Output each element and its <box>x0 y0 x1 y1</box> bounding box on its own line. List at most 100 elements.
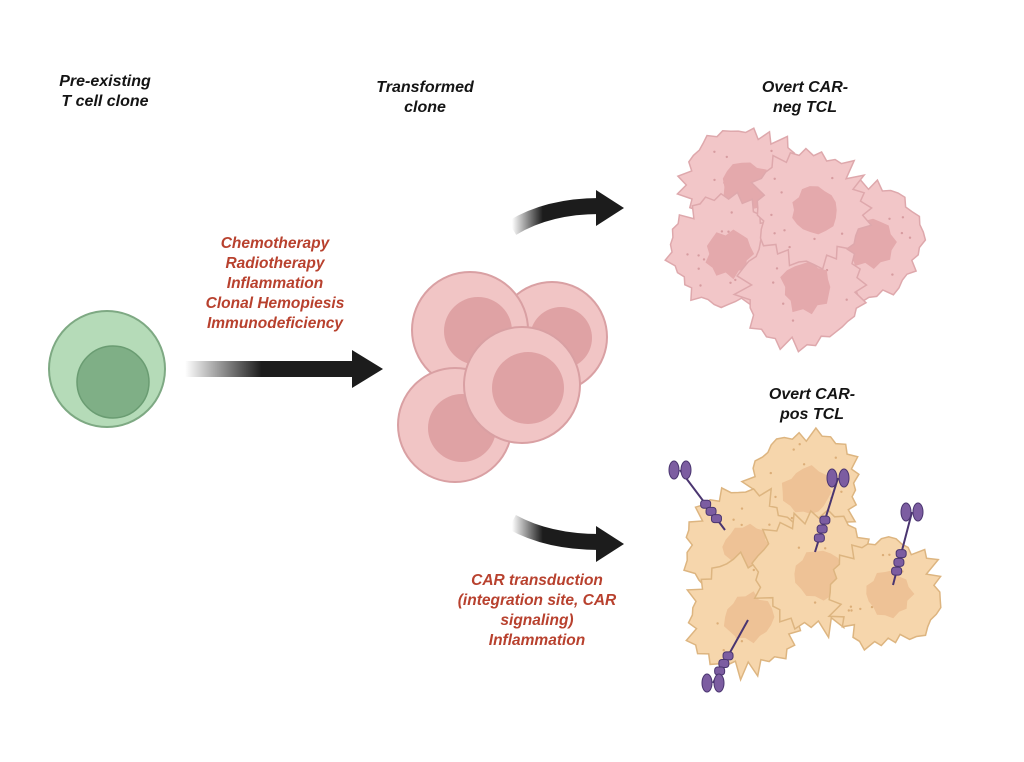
cell-granule <box>849 605 853 608</box>
cell-granule <box>713 150 716 153</box>
car-binder <box>713 673 725 693</box>
cell-granule <box>716 622 719 625</box>
cell-granule <box>740 507 744 510</box>
cell-granule <box>774 495 777 499</box>
car-binder <box>838 468 850 488</box>
cell-granule <box>773 232 776 235</box>
trigger-item: Inflammation <box>226 275 324 292</box>
cell-granule <box>752 568 755 572</box>
tumor-nucleus <box>723 591 775 644</box>
cell-granule <box>740 640 744 643</box>
cell-granule <box>888 217 891 220</box>
trigger-item: Clonal Hemopiesis <box>205 295 345 312</box>
cell-granule <box>720 230 724 233</box>
cell-granule <box>713 178 716 182</box>
car-binder <box>680 460 692 480</box>
cell-granule <box>782 302 785 305</box>
car-factor-item: (integration site, CAR <box>457 592 617 609</box>
curved-arrow-down <box>508 514 624 562</box>
car-domain <box>893 557 905 567</box>
cell-granule <box>732 518 735 521</box>
tumor-nucleus <box>781 465 832 514</box>
tumor-nucleus <box>792 186 837 235</box>
cell-granule <box>802 463 806 466</box>
cell-granule <box>770 149 773 153</box>
cell-granule <box>702 258 706 261</box>
cell-granule <box>891 273 894 276</box>
label-pre-existing: Pre-existing T cell clone <box>59 73 151 110</box>
trigger-item: Chemotherapy <box>220 235 330 252</box>
car-domain <box>891 566 903 576</box>
car-receptor-icons <box>668 460 924 693</box>
car-factor-item: CAR transduction <box>471 572 603 589</box>
car-binder <box>826 468 838 488</box>
cell-granule <box>850 609 853 612</box>
cell-granule <box>686 253 689 256</box>
car-neg-tumor-icon <box>664 127 927 353</box>
cell-granule <box>813 601 817 604</box>
label-car-pos: Overt CAR- pos TCL <box>768 386 856 423</box>
trigger-item: Radiotherapy <box>225 255 325 272</box>
cell-granule <box>834 456 837 459</box>
tumor-nucleus <box>780 260 831 315</box>
cell-granule <box>697 267 700 270</box>
cell-granule <box>847 609 850 612</box>
cell-granule <box>734 278 737 282</box>
cell-granule <box>730 211 733 214</box>
cell-granule <box>729 281 732 284</box>
car-domain <box>700 499 712 509</box>
cell-granule <box>901 216 905 219</box>
cell-granule <box>859 607 862 611</box>
transformed-clone-icon <box>397 271 608 483</box>
car-domain <box>816 524 828 534</box>
cell-granule <box>792 448 795 451</box>
car-binder <box>701 673 713 693</box>
cell-granule <box>775 267 779 270</box>
label-car-neg: Overt CAR- neg TCL <box>761 79 849 116</box>
car-domain <box>819 515 831 525</box>
cell-granule <box>727 230 730 233</box>
cell-granule <box>722 649 725 652</box>
car-domain <box>718 658 730 668</box>
cell-granule <box>870 605 874 609</box>
car-factor-item: Inflammation <box>488 632 586 649</box>
car-binder <box>912 502 924 522</box>
cell-granule <box>699 284 702 287</box>
car-factor-list: CAR transduction (integration site, CAR … <box>432 571 642 651</box>
cell-granule <box>772 281 775 284</box>
cell-granule <box>845 298 848 301</box>
car-pos-tumor-icon <box>683 426 942 683</box>
cell-granule <box>791 319 795 322</box>
cell-granule <box>780 191 783 194</box>
cell-granule <box>798 443 801 446</box>
cell-granule <box>888 553 891 556</box>
car-domain <box>813 533 825 543</box>
car-binder <box>900 502 912 522</box>
cell-granule <box>697 254 700 257</box>
trigger-item: Immunodeficiency <box>206 315 344 332</box>
label-transformed: Transformed clone <box>376 79 474 116</box>
car-binder <box>668 460 680 480</box>
cell-granule <box>783 229 786 232</box>
tumor-nucleus <box>866 570 915 619</box>
cell-granule <box>769 471 772 475</box>
cell-granule <box>831 176 834 180</box>
cell-granule <box>900 231 904 235</box>
t-cell-icon <box>48 310 166 428</box>
cell-granule <box>770 213 773 217</box>
trigger-list: Chemotherapy Radiotherapy Inflammation C… <box>175 234 375 334</box>
cell-granule <box>768 523 771 526</box>
cell-granule <box>840 490 843 493</box>
cell-granule <box>908 236 912 239</box>
cell-granule <box>840 232 844 235</box>
car-domain <box>722 651 734 661</box>
cell-granule <box>881 553 885 557</box>
tumor-nucleus <box>705 229 755 280</box>
car-domain <box>710 514 722 524</box>
cell-granule <box>797 546 801 549</box>
cell-granule <box>813 237 816 241</box>
progression-arrow <box>185 350 383 388</box>
cell-granule <box>773 177 776 180</box>
car-factor-item: signaling) <box>500 612 574 629</box>
